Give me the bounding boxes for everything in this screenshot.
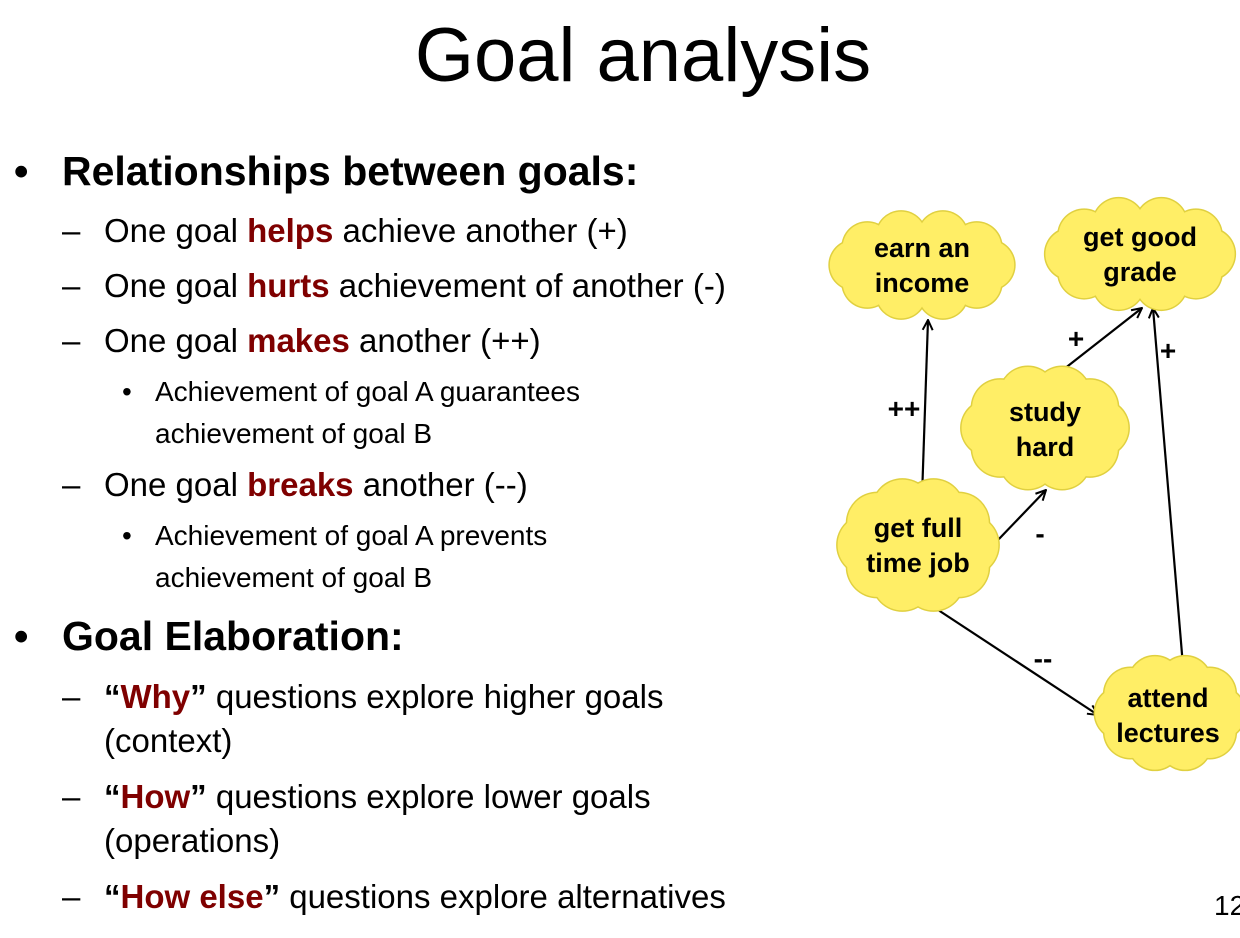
edge-label-breaks: -- bbox=[1034, 643, 1053, 674]
item-text: questions explore higher goals bbox=[206, 678, 664, 715]
breaks-sub-1: • Achievement of goal A prevents bbox=[122, 515, 548, 556]
item-text: One goal bbox=[104, 212, 248, 249]
close-quote: ” bbox=[190, 678, 207, 715]
item-text: questions explore lower goals bbox=[206, 778, 651, 815]
item-text: (context) bbox=[104, 722, 233, 759]
item-why: – “Why” questions explore higher goals bbox=[62, 674, 664, 720]
cloud-core bbox=[848, 230, 996, 300]
keyword-hurts: hurts bbox=[247, 267, 330, 304]
cloud-shape bbox=[828, 210, 1016, 320]
node-label-line2: income bbox=[875, 268, 970, 298]
close-quote: ” bbox=[263, 878, 281, 915]
node-full-time-job: get full time job bbox=[836, 478, 1000, 612]
dash: – bbox=[62, 466, 81, 503]
edge-lectures-to-grade bbox=[1153, 308, 1185, 667]
edge-label-helps-study: + bbox=[1068, 323, 1084, 354]
dash: – bbox=[62, 878, 81, 915]
makes-sub-2: achievement of goal B bbox=[155, 413, 432, 454]
bullet-dot: • bbox=[14, 613, 29, 659]
relationships-heading: Relationships between goals: bbox=[62, 148, 639, 194]
cloud-core bbox=[863, 503, 973, 587]
node-label-line2: time job bbox=[866, 548, 970, 578]
item-text: another (--) bbox=[353, 466, 528, 503]
edge-label-hurts: - bbox=[1035, 518, 1044, 549]
node-label-line1: study bbox=[1009, 397, 1081, 427]
dash: – bbox=[62, 322, 81, 359]
cloud-core bbox=[984, 388, 1106, 468]
sub-text: Achievement of goal A guarantees bbox=[155, 376, 580, 407]
node-label-line1: get full bbox=[874, 513, 963, 543]
cloud-shape bbox=[1043, 196, 1237, 312]
dash: – bbox=[62, 212, 81, 249]
item-helps: – One goal helps achieve another (+) bbox=[62, 208, 628, 254]
dash: – bbox=[62, 778, 81, 815]
item-text: achieve another (+) bbox=[333, 212, 628, 249]
item-breaks: – One goal breaks another (--) bbox=[62, 462, 528, 508]
node-label-line2: lectures bbox=[1116, 718, 1220, 748]
bullet-dot: • bbox=[14, 148, 29, 194]
item-how: – “How” questions explore lower goals bbox=[62, 774, 651, 820]
edges bbox=[920, 308, 1185, 715]
item-text: One goal bbox=[104, 466, 248, 503]
page-number: 12 bbox=[1214, 890, 1240, 921]
bullet-relationships: • Relationships between goals: bbox=[14, 148, 639, 195]
edge-label-helps-lectures: + bbox=[1160, 335, 1176, 366]
item-how-cont: (operations) bbox=[104, 818, 280, 864]
node-good-grade: get good grade bbox=[1043, 196, 1237, 312]
breaks-sub-2: achievement of goal B bbox=[155, 557, 432, 598]
sub-text: Achievement of goal A prevents bbox=[155, 520, 548, 551]
cloud-shape bbox=[960, 365, 1130, 491]
node-attend-lectures: attend lectures bbox=[1093, 654, 1240, 772]
cloud-core bbox=[1065, 218, 1215, 290]
edge-label-makes: ++ bbox=[888, 393, 921, 424]
close-quote: ” bbox=[190, 778, 207, 815]
item-how-else: – “How else” questions explore alternati… bbox=[62, 874, 726, 920]
item-text: One goal bbox=[104, 267, 248, 304]
item-text: achievement of another (-) bbox=[329, 267, 726, 304]
cloud-shape bbox=[836, 478, 1000, 612]
makes-sub-1: • Achievement of goal A guarantees bbox=[122, 371, 580, 412]
node-label-line1: attend bbox=[1128, 683, 1209, 713]
dash: – bbox=[62, 678, 81, 715]
dash: – bbox=[62, 267, 81, 304]
item-text: (operations) bbox=[104, 822, 281, 859]
edge-job-to-lectures bbox=[925, 601, 1098, 715]
node-study-hard: study hard bbox=[960, 365, 1130, 491]
keyword-how-else: How else bbox=[120, 878, 264, 915]
node-label-line1: get good bbox=[1083, 222, 1197, 252]
item-text: One goal bbox=[104, 322, 248, 359]
edge-job-to-income bbox=[920, 320, 928, 498]
sub-bullet-dot: • bbox=[122, 376, 132, 407]
item-hurts: – One goal hurts achievement of another … bbox=[62, 263, 726, 309]
open-quote: “ bbox=[104, 678, 121, 715]
sub-text: achievement of goal B bbox=[155, 562, 433, 593]
elaboration-heading: Goal Elaboration: bbox=[62, 613, 404, 659]
sub-bullet-dot: • bbox=[122, 520, 132, 551]
item-makes: – One goal makes another (++) bbox=[62, 318, 541, 364]
slide-title: Goal analysis bbox=[414, 13, 872, 98]
item-text: questions explore alternatives bbox=[280, 878, 726, 915]
keyword-why: Why bbox=[120, 678, 191, 715]
node-earn-income: earn an income bbox=[828, 210, 1016, 320]
node-label-line1: earn an bbox=[874, 233, 970, 263]
cloud-core bbox=[1116, 676, 1224, 750]
keyword-helps: helps bbox=[247, 212, 334, 249]
item-text: another (++) bbox=[349, 322, 541, 359]
open-quote: “ bbox=[104, 778, 121, 815]
node-label-line2: hard bbox=[1016, 432, 1075, 462]
cloud-shape bbox=[1093, 654, 1240, 772]
keyword-makes: makes bbox=[247, 322, 350, 359]
node-label-line2: grade bbox=[1103, 257, 1177, 287]
keyword-breaks: breaks bbox=[247, 466, 354, 503]
sub-text: achievement of goal B bbox=[155, 418, 433, 449]
item-why-cont: (context) bbox=[104, 718, 232, 764]
bullet-elaboration: • Goal Elaboration: bbox=[14, 613, 404, 660]
keyword-how: How bbox=[120, 778, 191, 815]
edge-job-to-study bbox=[997, 490, 1046, 541]
open-quote: “ bbox=[104, 878, 121, 915]
